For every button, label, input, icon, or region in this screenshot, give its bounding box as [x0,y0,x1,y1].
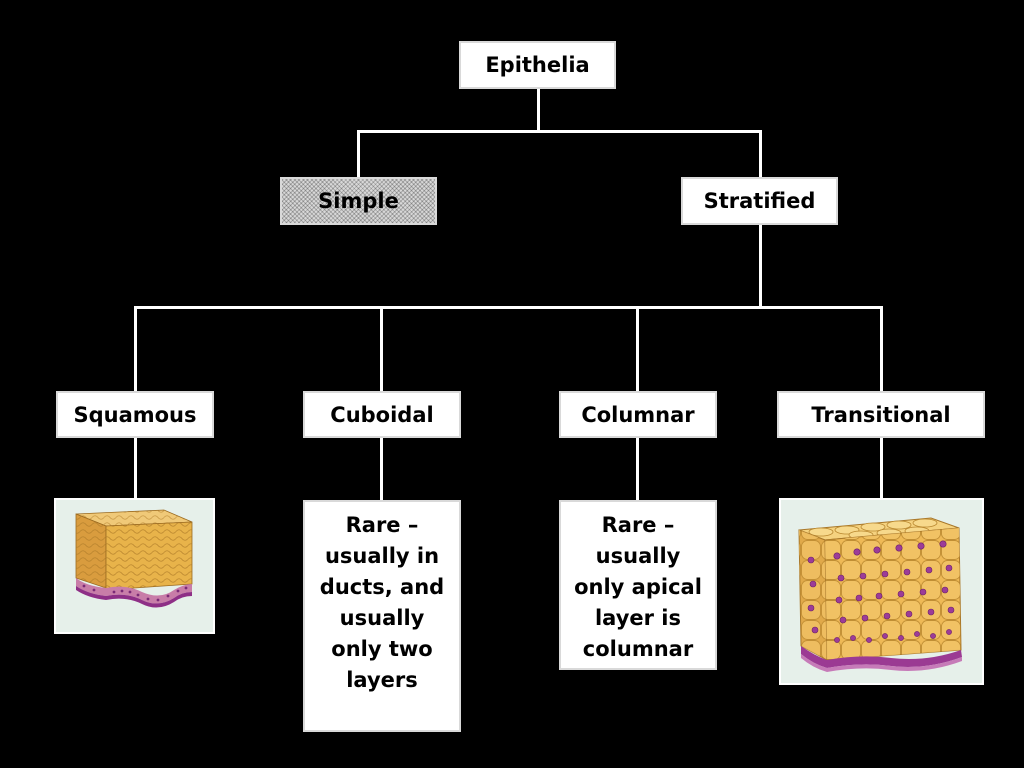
node-cuboidal: Cuboidal [303,391,461,438]
image-squamous-tissue [54,498,215,634]
connector-stratified-down [759,224,762,308]
node-squamous: Squamous [56,391,214,438]
connector-to-squamous [134,306,137,392]
connector-to-columnar [636,306,639,392]
connector-transitional-image [880,437,883,499]
node-columnar: Columnar [559,391,717,438]
connector-to-simple [357,130,360,178]
connector-to-cuboidal [380,306,383,392]
node-epithelia: Epithelia [459,41,616,89]
connector-level1-horizontal [357,130,762,133]
connector-level2-horizontal [134,306,883,309]
node-simple: Simple [280,177,437,225]
connector-to-stratified [759,130,762,178]
note-cuboidal: Rare – usually in ducts, and usually onl… [303,500,461,732]
connector-squamous-image [134,437,137,499]
stratified-squamous-illustration [75,509,193,608]
connector-to-transitional [880,306,883,392]
connector-columnar-note [636,437,639,501]
image-transitional-tissue [779,498,984,685]
note-columnar: Rare – usually only apical layer is colu… [559,500,717,670]
connector-cuboidal-note [380,437,383,501]
transitional-illustration [798,517,962,672]
node-transitional: Transitional [777,391,985,438]
node-stratified: Stratified [681,177,838,225]
connector-root-down [537,88,540,132]
